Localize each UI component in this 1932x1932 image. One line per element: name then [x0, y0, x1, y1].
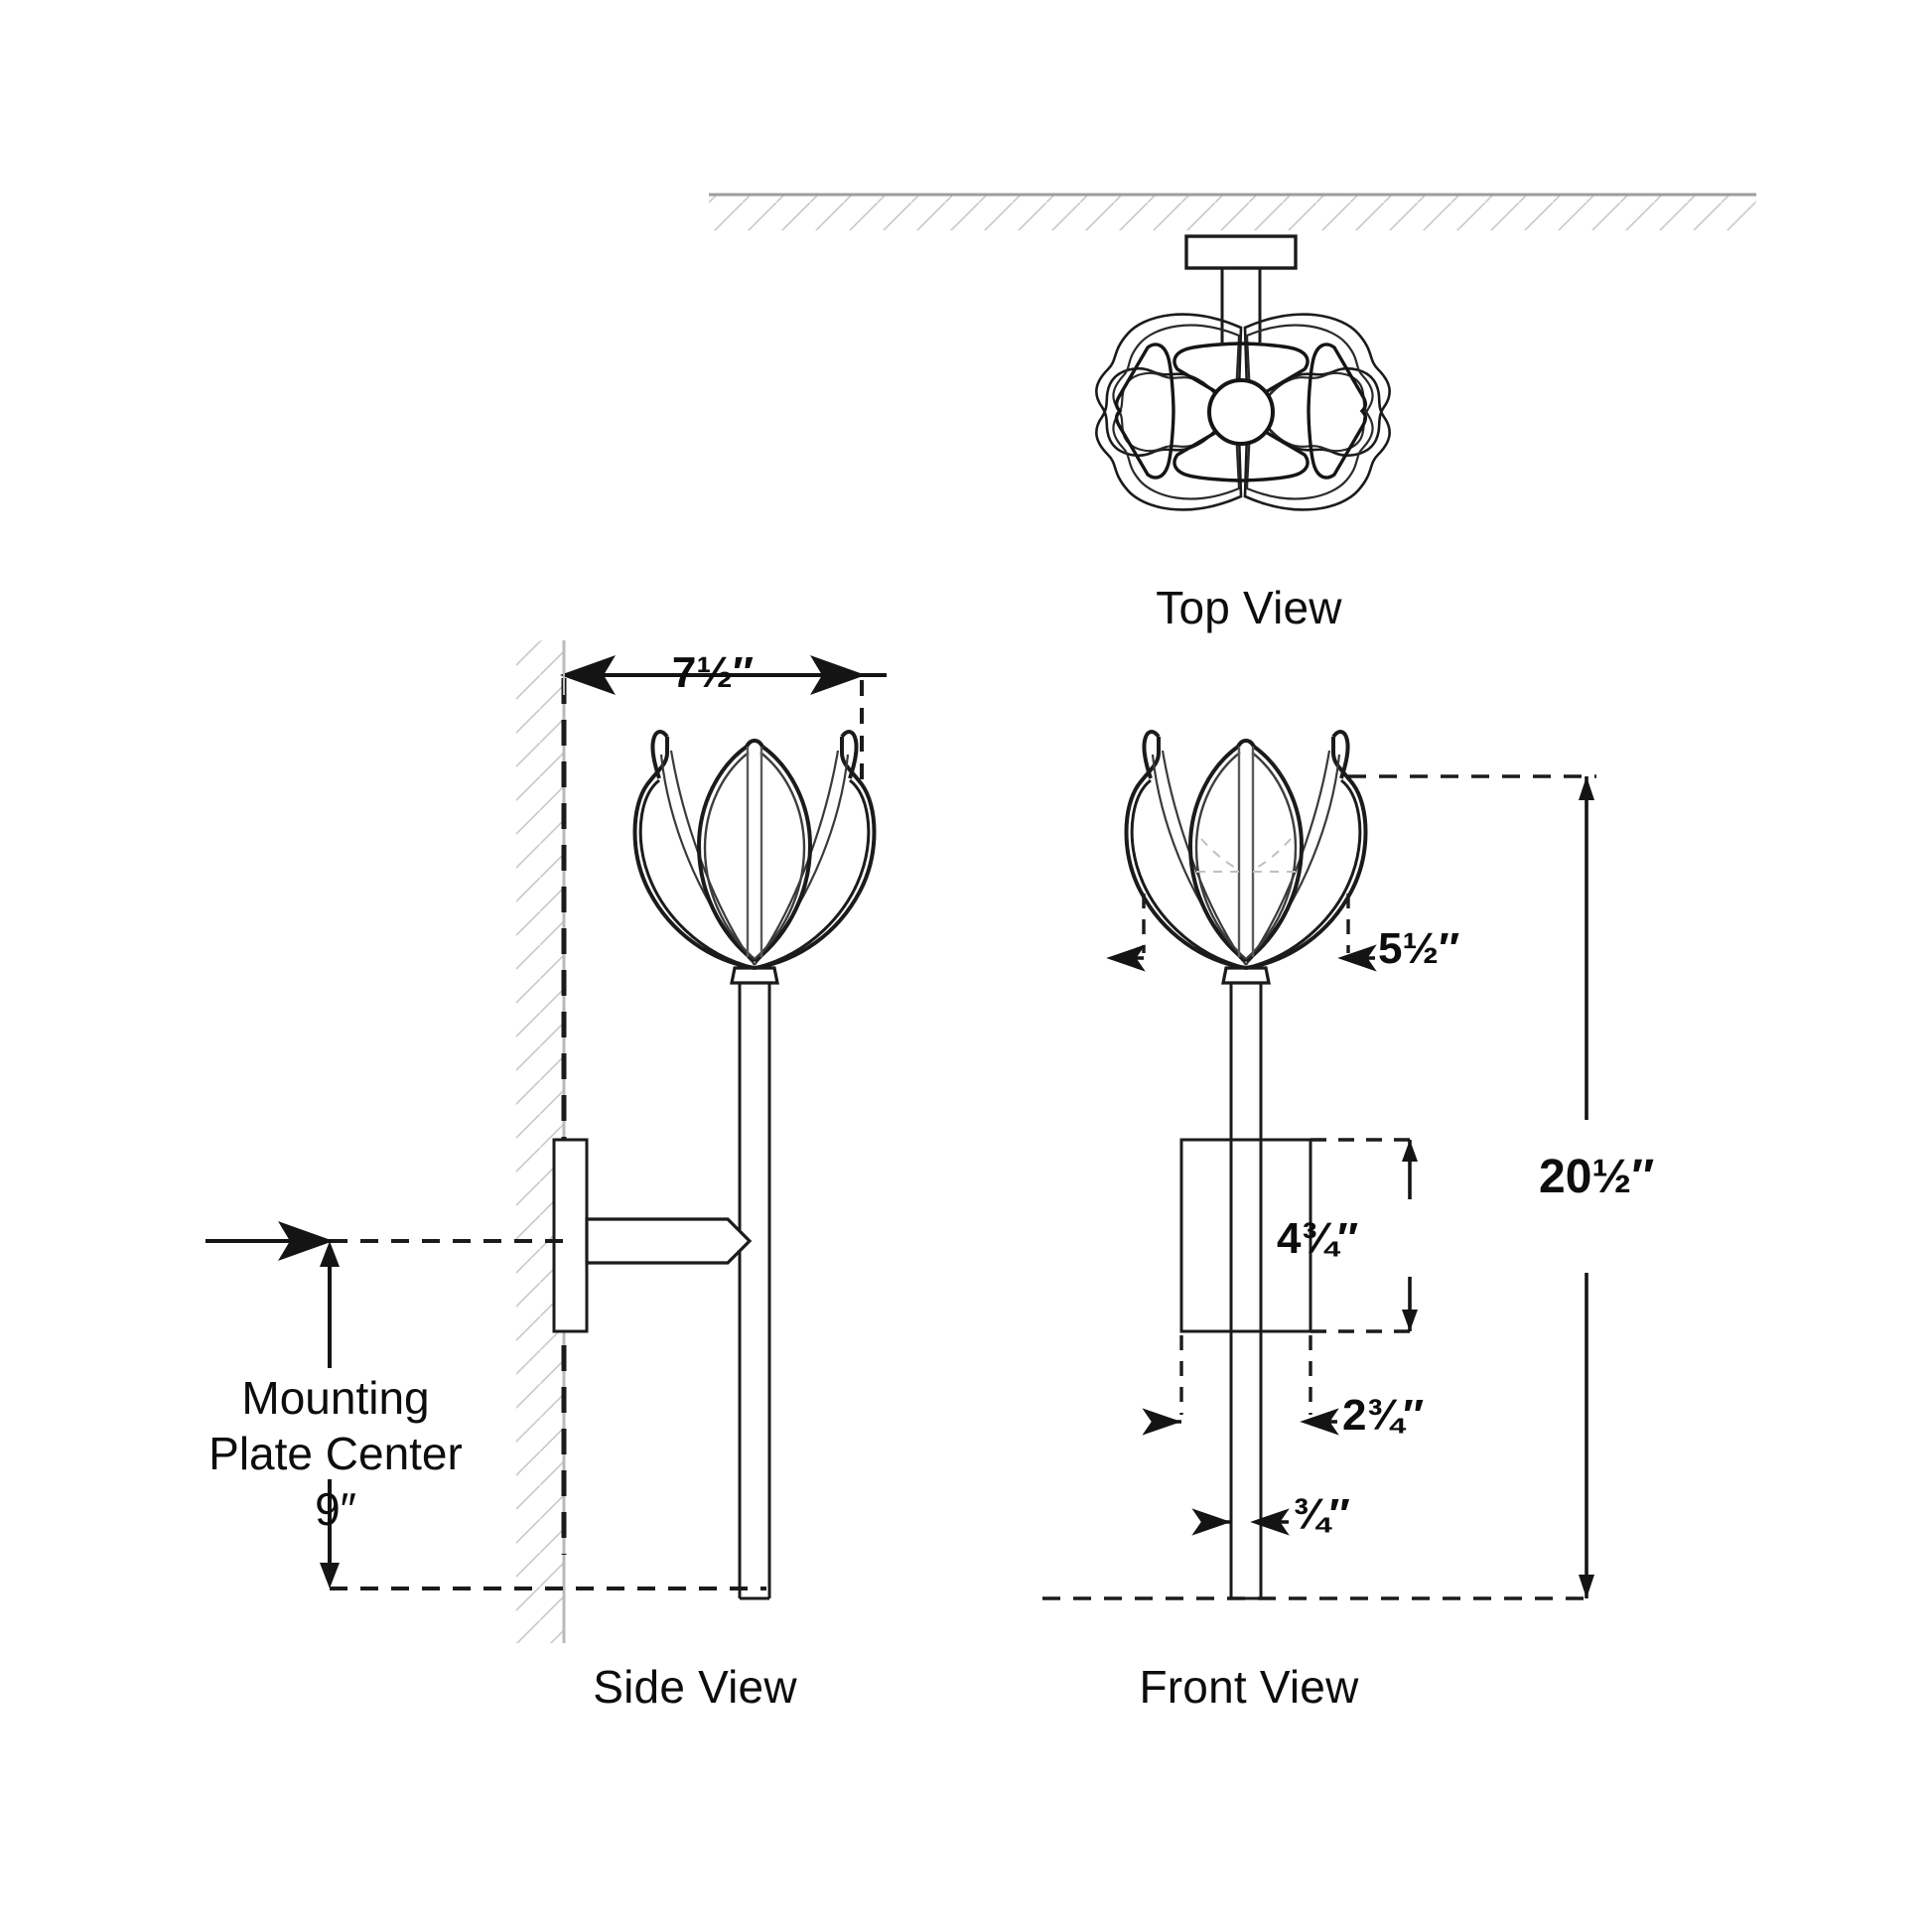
mounting-plate-center-line-1: Mounting: [241, 1372, 430, 1424]
dim-label-backplate-width-2threequarter: 2¾″: [1342, 1391, 1425, 1440]
top-view-fixture: [1095, 234, 1391, 511]
dim-label-backplate-height-4threequarter: 4¾″: [1277, 1214, 1359, 1263]
dim-backplate-height-4threequarter: [1311, 1138, 1420, 1333]
ceiling-hatch-band: [709, 193, 1756, 230]
side-view-mounting-plate: [552, 1138, 753, 1333]
dim-width-7half: [560, 643, 887, 784]
mounting-plate-center-line-3: 9″: [315, 1483, 356, 1536]
side-view-fixture: [632, 730, 877, 1600]
dim-backplate-width-2threequarter: [1142, 1335, 1339, 1436]
front-view-fixture: [1124, 730, 1368, 1600]
mounting-plate-center-line-2: Plate Center: [208, 1428, 463, 1480]
front-view-label: Front View: [1139, 1661, 1359, 1713]
mounting-plate-center-label: Mounting Plate Center 9″: [102, 1370, 569, 1537]
dim-shade-width-5half: [1106, 894, 1377, 972]
top-view-label: Top View: [1156, 582, 1342, 633]
dim-overall-height-20half: [1042, 774, 1596, 1600]
dim-label-width-7half: 7½″: [671, 648, 755, 697]
dim-label-stem-width-threequarter: ¾″: [1293, 1490, 1350, 1539]
side-view-label: Side View: [593, 1661, 797, 1713]
dim-mounting-plate-center: [206, 1221, 766, 1590]
dim-label-overall-height-20half: 20½″: [1539, 1151, 1655, 1203]
dim-label-shade-width-5half: 5½″: [1378, 924, 1460, 973]
